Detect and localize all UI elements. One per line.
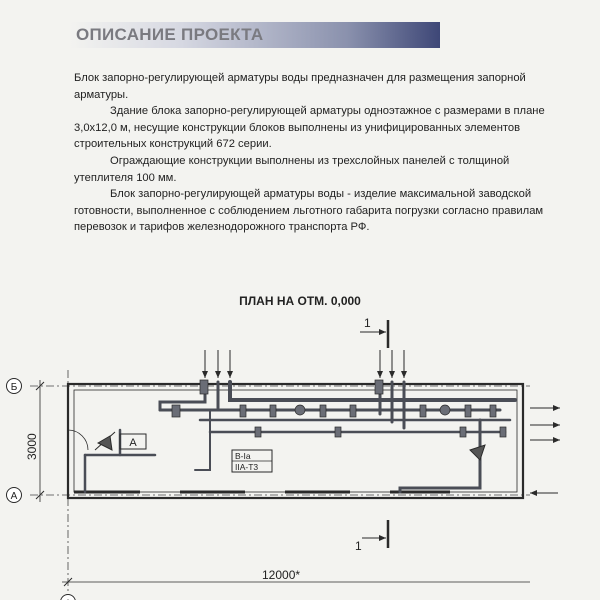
svg-text:А: А [11,491,18,502]
paragraph-3: Ограждающие конструкции выполнены из тре… [74,154,510,184]
svg-text:1: 1 [364,316,371,330]
description-text: Блок запорно-регулирующей арматуры воды … [74,70,554,236]
svg-text:А: А [129,437,137,449]
page-title: ОПИСАНИЕ ПРОЕКТА [76,25,264,44]
svg-text:В-Ia: В-Ia [235,451,251,461]
pipelines [83,380,517,494]
paragraph-1: Блок запорно-регулирующей арматуры воды … [74,72,526,101]
classification-box: В-Ia IIA-T3 [231,449,273,473]
plan-title: ПЛАН НА ОТМ. 0,000 [239,294,361,308]
paragraph-2: Здание блока запорно-регулирующей армату… [74,105,545,151]
outlet-arrows-right [530,405,560,496]
valves [171,379,507,438]
svg-text:1: 1 [355,539,362,553]
door-swing [67,429,89,451]
svg-text:12000*: 12000* [262,568,300,582]
axis-bubble-b: Б [6,378,22,394]
inlet-arrows-top [202,350,407,378]
paragraph-4: Блок запорно-регулирующей арматуры воды … [74,188,544,234]
svg-text:IIA-T3: IIA-T3 [235,462,258,472]
dimension-vertical: 3000 [25,380,45,502]
section-mark-top: 1 [360,316,390,348]
axis-lines [30,370,530,595]
svg-text:1: 1 [65,598,70,600]
svg-text:Б: Б [11,382,18,393]
dimension-horizontal: 12000* [62,568,530,587]
svg-text:3000: 3000 [25,433,39,460]
floor-plan-drawing: Б А 1 3000 12000* [6,316,560,600]
axis-bubble-1: 1 [60,594,76,600]
pump-fixture [94,431,116,451]
section-mark-bottom: 1 [355,520,390,553]
header-gradient-band [70,22,440,48]
fixture-right [469,444,486,461]
axis-bubble-a: А [6,487,22,503]
room-label-a: А [119,433,147,450]
